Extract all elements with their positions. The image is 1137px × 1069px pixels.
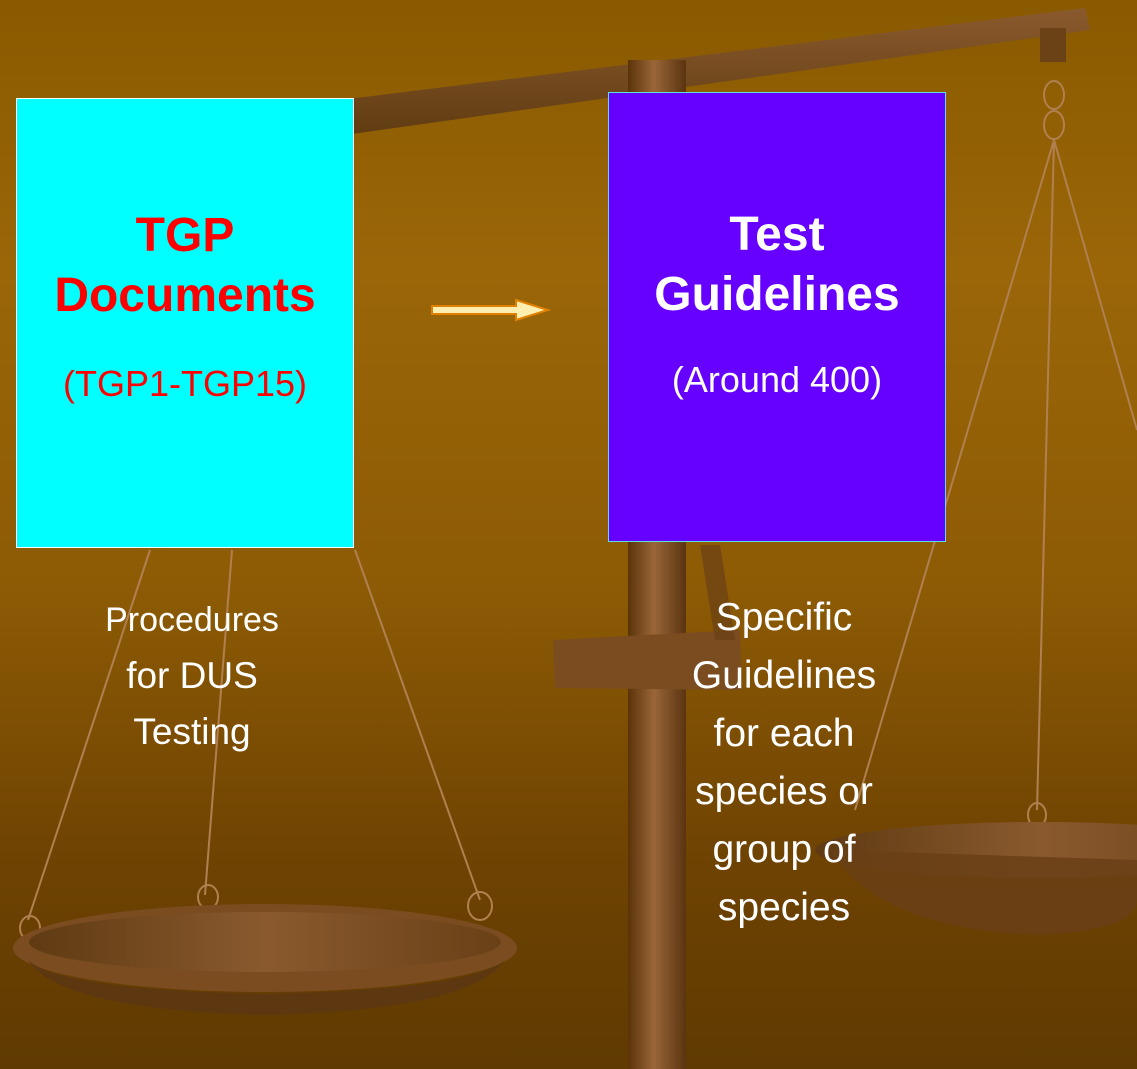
caption-left-line-1: Procedures <box>105 601 279 639</box>
caption-right-line-3: for each <box>713 712 855 755</box>
caption-left-line-2: for DUS <box>126 655 258 696</box>
caption-right-line-2: Guidelines <box>691 654 877 697</box>
tgp-documents-subtitle: (TGP1-TGP15) <box>62 363 308 404</box>
test-guidelines-subtitle: (Around 400) <box>671 359 883 400</box>
tgp-documents-title-line-2: Documents <box>54 269 316 322</box>
test-guidelines-title: Test Guidelines <box>609 205 945 325</box>
right-scale-pan <box>815 822 1137 935</box>
tgp-documents-title-line-1: TGP <box>135 209 235 262</box>
test-guidelines-title-line-2: Guidelines <box>654 268 900 321</box>
left-scale-pan <box>13 904 517 1015</box>
tgp-documents-box: TGP Documents (TGP1-TGP15) <box>16 98 354 548</box>
test-guidelines-title-line-1: Test <box>729 208 825 261</box>
caption-right-line-6: species <box>717 886 851 929</box>
right-arrow-icon <box>431 298 552 322</box>
caption-right-line-5: group of <box>712 828 856 871</box>
caption-left-line-3: Testing <box>133 711 251 752</box>
caption-right-line-1: Specific <box>715 596 853 639</box>
caption-right-line-4: species or <box>695 770 873 813</box>
test-guidelines-box: Test Guidelines (Around 400) <box>608 92 946 542</box>
test-guidelines-caption: Specific Guidelines for each species or … <box>634 589 934 937</box>
scale-beam <box>340 8 1090 135</box>
tgp-documents-caption: Procedures for DUS Testing <box>42 592 342 760</box>
tgp-documents-title: TGP Documents <box>17 206 353 326</box>
left-scale-chains <box>19 549 493 941</box>
